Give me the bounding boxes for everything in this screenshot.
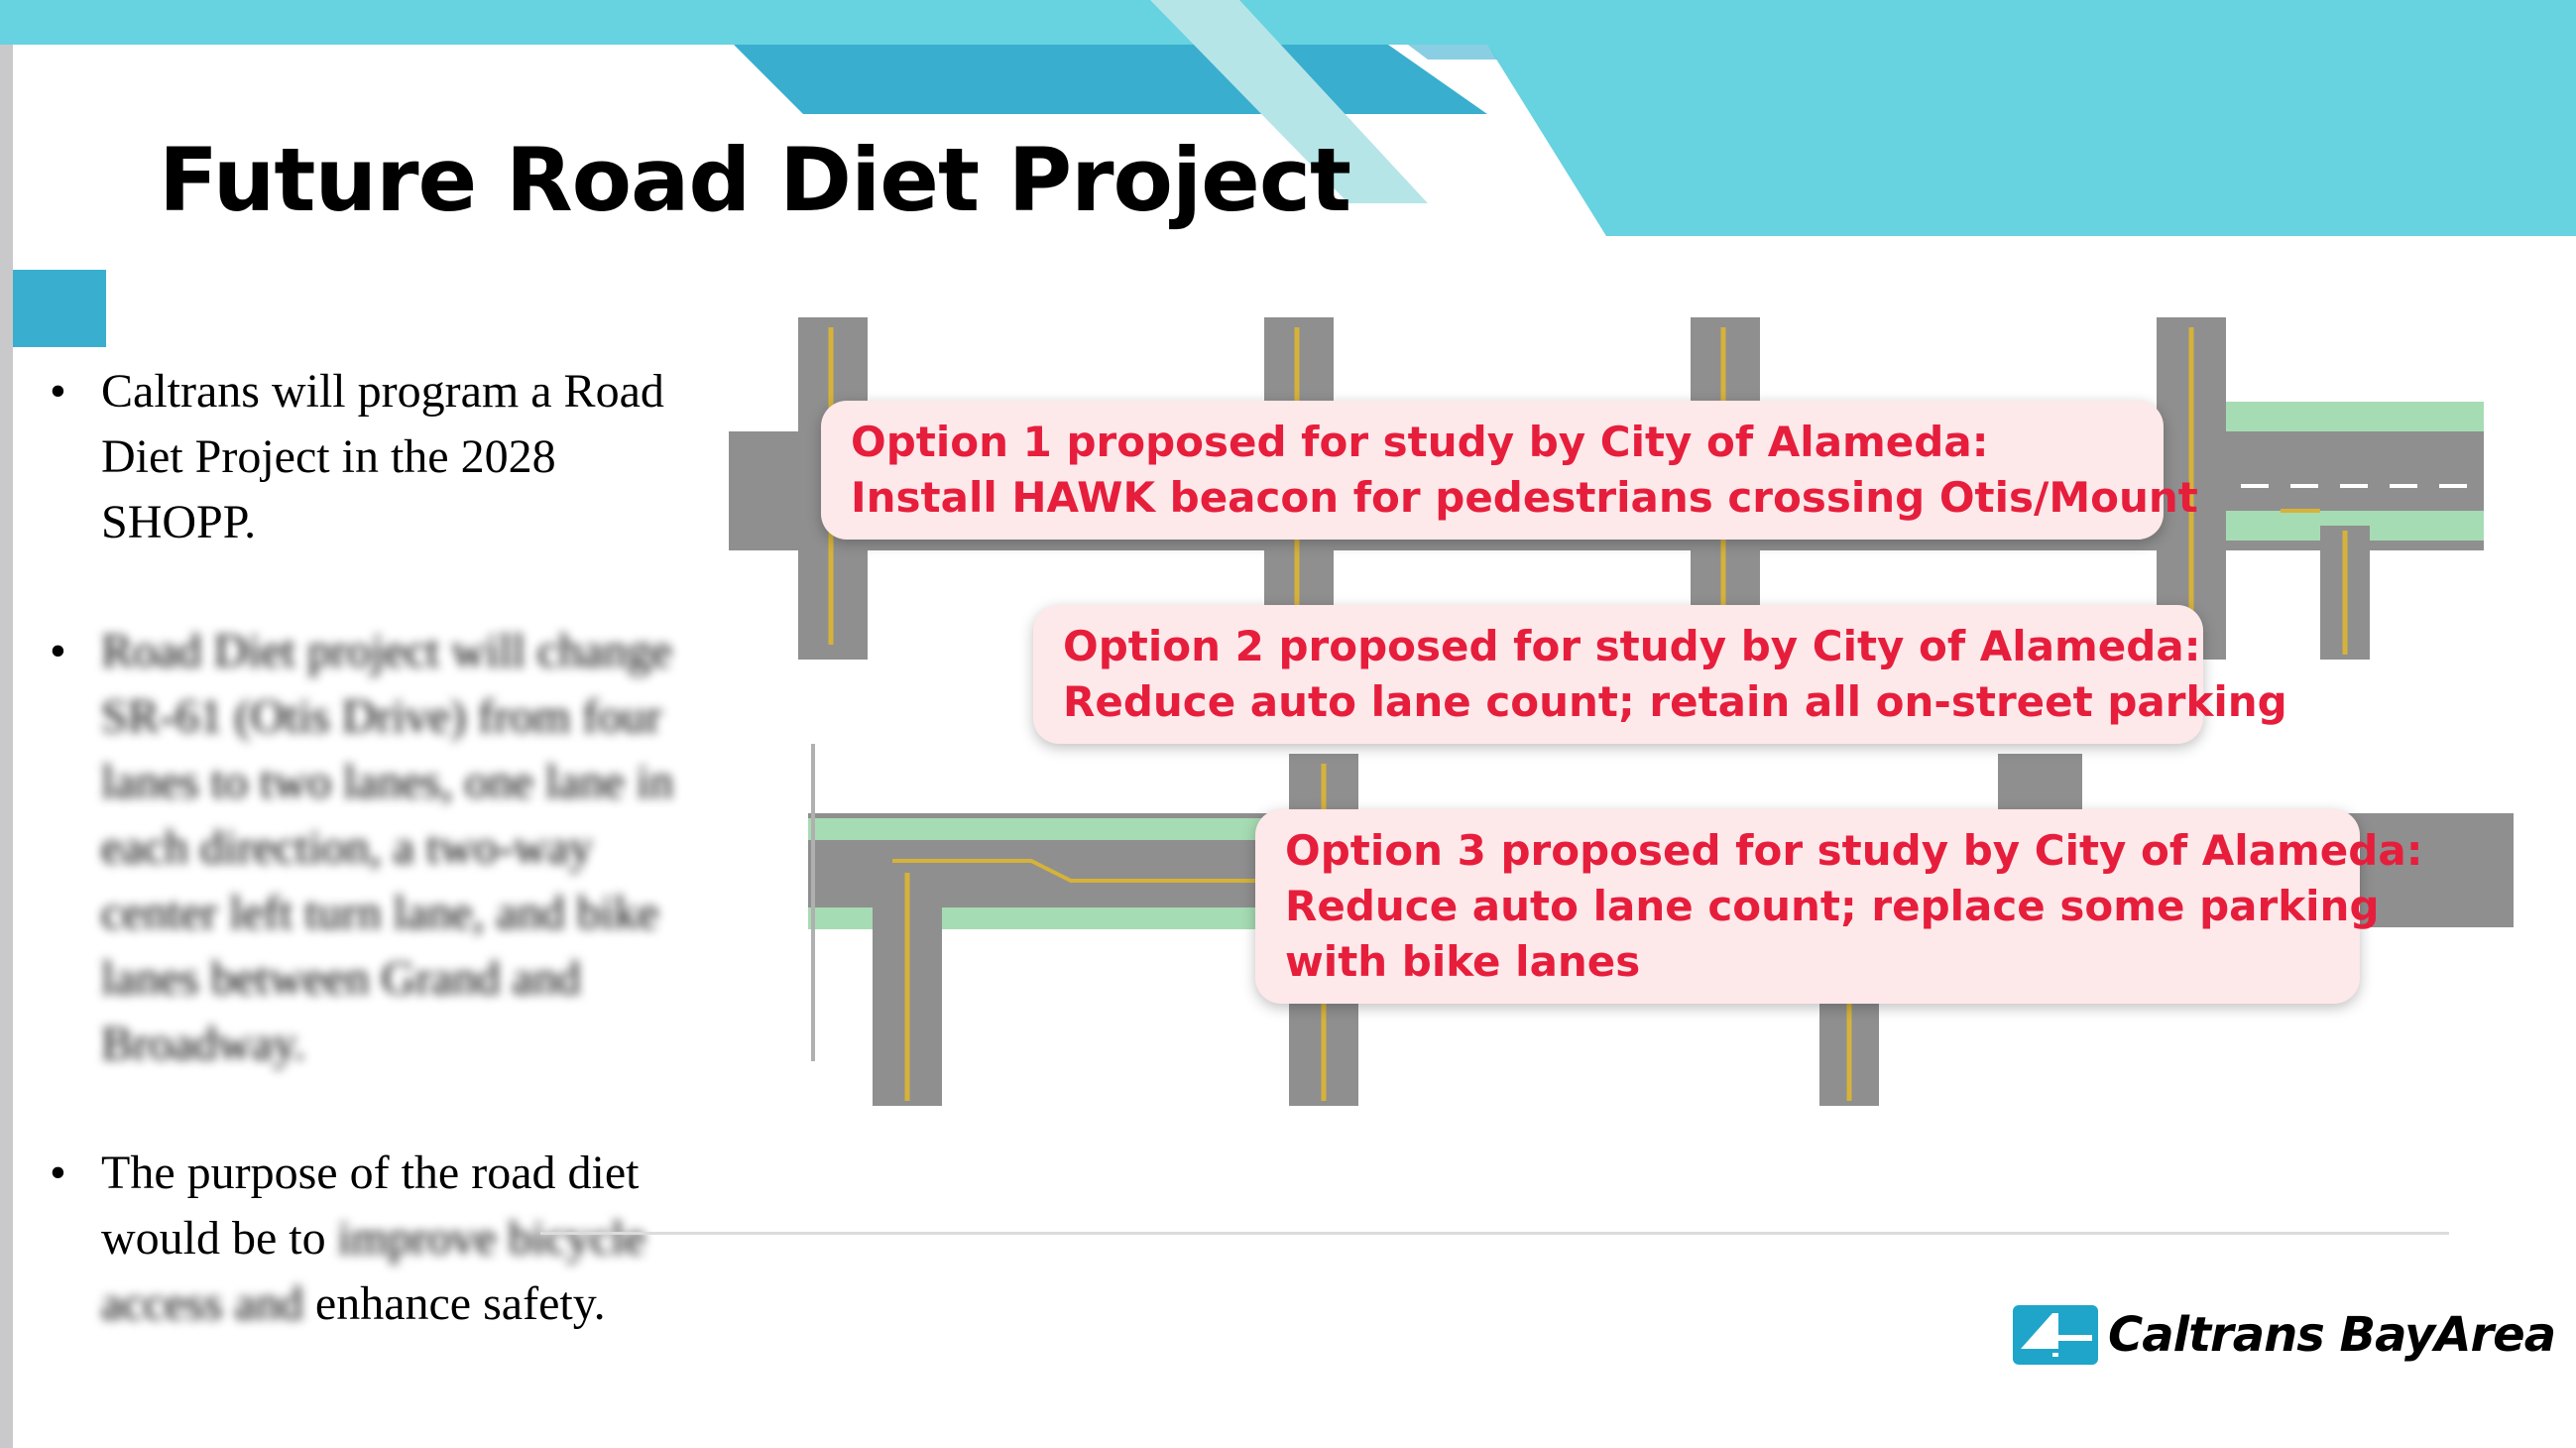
bullet-text: Caltrans will program a Road Diet Projec… — [101, 365, 664, 548]
caltrans-logo-icon — [2013, 1305, 2098, 1365]
caltrans-logo-text: Caltrans BayArea — [2108, 1307, 2556, 1363]
bullet-list: • Caltrans will program a Road Diet Proj… — [50, 359, 704, 1400]
bullet-text-redacted: Road Diet project will change SR-61 (Oti… — [101, 625, 674, 1070]
bullet-dot: • — [50, 625, 66, 677]
bullet-text-redacted: improve bicycle access and — [101, 1212, 646, 1330]
bullet-text: The purpose of the road diet would be to — [101, 1146, 640, 1265]
option-3-callout: Option 3 proposed for study by City of A… — [1255, 809, 2423, 1004]
option-2-callout: Option 2 proposed for study by City of A… — [1033, 605, 2287, 744]
option-3-description-cont: with bike lanes — [1285, 937, 1641, 986]
bullet-text: enhance safety. — [302, 1277, 606, 1330]
option-2-description: Reduce auto lane count; retain all on-st… — [1063, 677, 2287, 726]
caltrans-logo: Caltrans BayArea — [2013, 1305, 2556, 1365]
option-2-title: Option 2 proposed for study by City of A… — [1063, 622, 2201, 670]
bullet-item: • Caltrans will program a Road Diet Proj… — [50, 359, 704, 555]
option-1-title: Option 1 proposed for study by City of A… — [851, 418, 1989, 466]
accent-square — [13, 270, 106, 347]
bullet-item: • The purpose of the road diet would be … — [50, 1141, 704, 1337]
bullet-item: • Road Diet project will change SR-61 (O… — [50, 619, 704, 1077]
option-1-description: Install HAWK beacon for pedestrians cros… — [851, 473, 2198, 522]
option-1-callout: Option 1 proposed for study by City of A… — [821, 401, 2198, 540]
slide-title: Future Road Diet Project — [159, 129, 1351, 231]
option-3-title: Option 3 proposed for study by City of A… — [1285, 826, 2423, 875]
left-edge-rule — [0, 0, 13, 1448]
bullet-dot: • — [50, 365, 66, 418]
bullet-dot: • — [50, 1146, 66, 1199]
option-3-description: Reduce auto lane count; replace some par… — [1285, 882, 2380, 930]
footer-divider — [540, 1232, 2449, 1235]
header-banner — [0, 0, 2576, 236]
